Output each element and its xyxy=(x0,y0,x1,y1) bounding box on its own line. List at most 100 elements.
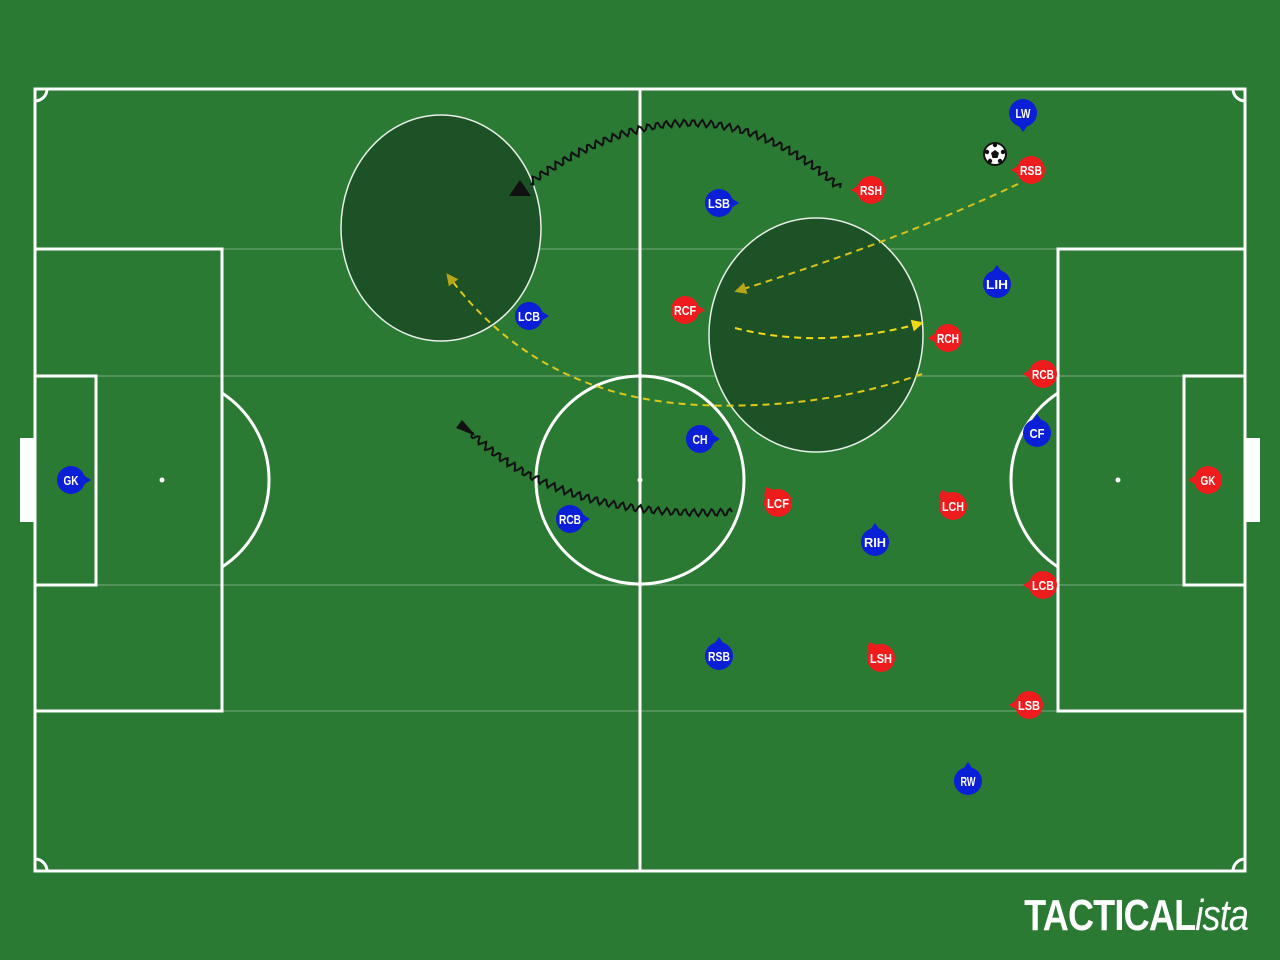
player-token xyxy=(556,505,584,533)
central-space-zone xyxy=(708,217,924,453)
right-goal xyxy=(1245,438,1260,522)
soccer-ball-icon[interactable] xyxy=(983,142,1007,166)
facing-indicator xyxy=(582,514,590,524)
player-label: LSB xyxy=(1018,698,1040,713)
player-red-rsb[interactable]: RSB xyxy=(1011,156,1045,184)
player-token xyxy=(867,644,895,672)
facing-indicator xyxy=(939,490,949,500)
player-blue-gk[interactable]: GK xyxy=(57,466,91,494)
player-token xyxy=(671,296,699,324)
player-token xyxy=(861,528,889,556)
player-blue-rcb[interactable]: RCB xyxy=(556,505,590,533)
player-blue-cf[interactable]: CF xyxy=(1023,414,1051,447)
player-red-lcf[interactable]: LCF xyxy=(764,487,792,517)
player-label: LIH xyxy=(986,277,1008,292)
tacticalista-logo: TACTICALista xyxy=(1023,891,1249,940)
pass-arrow-zone-to-rch xyxy=(734,319,924,340)
run-arrow-rsh xyxy=(530,118,842,189)
centre-circle xyxy=(534,374,746,586)
player-red-lcb[interactable]: LCB xyxy=(1023,571,1057,599)
facing-indicator xyxy=(712,434,720,444)
brand-bold: TACTICAL xyxy=(1023,891,1196,940)
player-token xyxy=(1017,156,1045,184)
player-token xyxy=(954,767,982,795)
left-space-zone xyxy=(340,114,542,342)
facing-indicator xyxy=(764,487,774,497)
player-label: LSH xyxy=(870,651,892,666)
player-red-lsh[interactable]: LSH xyxy=(867,642,895,672)
player-blue-lcb[interactable]: LCB xyxy=(515,302,549,330)
player-blue-rw[interactable]: RW xyxy=(954,762,982,795)
player-label: RCB xyxy=(559,512,581,527)
player-token xyxy=(705,189,733,217)
player-label: LCH xyxy=(942,499,964,514)
player-token xyxy=(705,642,733,670)
player-token xyxy=(57,466,85,494)
player-token xyxy=(1029,571,1057,599)
player-blue-ch[interactable]: CH xyxy=(686,425,720,453)
player-token xyxy=(686,425,714,453)
facing-indicator xyxy=(1023,369,1031,379)
player-token xyxy=(934,324,962,352)
player-label: GK xyxy=(64,473,79,488)
run-arrowhead-lcf xyxy=(456,420,476,436)
corner-arc-br xyxy=(1231,857,1246,872)
players-layer: GK LCB RCB LSB RSB CH LIH RIH LW RW CF GK RCB LCB RSB L… xyxy=(57,99,1222,795)
run-arrowhead-rsh xyxy=(509,180,531,196)
player-token xyxy=(515,302,543,330)
player-label: CF xyxy=(1030,426,1045,441)
player-label: RW xyxy=(961,774,977,789)
player-blue-lw[interactable]: LW xyxy=(1009,99,1037,132)
brand-italic: ista xyxy=(1195,891,1249,940)
player-blue-rih[interactable]: RIH xyxy=(861,523,889,556)
run-arrow-lcf xyxy=(470,431,733,518)
player-token xyxy=(939,492,967,520)
facing-indicator xyxy=(1009,700,1017,710)
player-token xyxy=(983,270,1011,298)
player-token xyxy=(1009,99,1037,127)
facing-indicator xyxy=(1023,580,1031,590)
player-token xyxy=(1194,466,1222,494)
player-label: LSB xyxy=(708,196,730,211)
player-label: LW xyxy=(1016,106,1032,121)
player-label: LCF xyxy=(767,496,789,511)
player-label: RCF xyxy=(674,303,696,318)
player-label: RSH xyxy=(860,183,882,198)
facing-indicator xyxy=(867,642,877,652)
right-penalty-arc xyxy=(1009,391,1059,569)
pass-arrow-rsb-to-zone xyxy=(734,183,1019,294)
facing-indicator xyxy=(851,185,859,195)
player-label: GK xyxy=(1201,473,1216,488)
movement-arrows xyxy=(446,118,1019,518)
player-red-lch[interactable]: LCH xyxy=(939,490,967,520)
player-token xyxy=(764,489,792,517)
pass-arrow-zone-to-left xyxy=(446,273,923,407)
right-penalty-spot xyxy=(1115,477,1121,483)
player-blue-rsb[interactable]: RSB xyxy=(705,637,733,670)
left-penalty-arc xyxy=(221,391,271,569)
left-goal xyxy=(20,438,35,522)
player-label: RCB xyxy=(1032,367,1054,382)
corner-arc-bl xyxy=(34,857,49,872)
player-red-rsh[interactable]: RSH xyxy=(851,176,885,204)
player-red-lsb[interactable]: LSB xyxy=(1009,691,1043,719)
player-blue-lih[interactable]: LIH xyxy=(983,265,1011,298)
player-token xyxy=(1015,691,1043,719)
player-label: LCB xyxy=(518,309,540,324)
player-red-gk[interactable]: GK xyxy=(1188,466,1222,494)
player-blue-lsb[interactable]: LSB xyxy=(705,189,739,217)
player-label: RSB xyxy=(1020,163,1042,178)
corner-arc-tl xyxy=(34,88,49,103)
player-red-rcb[interactable]: RCB xyxy=(1023,360,1057,388)
player-red-rch[interactable]: RCH xyxy=(928,324,962,352)
facing-indicator xyxy=(731,198,739,208)
player-label: RCH xyxy=(937,331,959,346)
facing-indicator xyxy=(83,475,91,485)
player-red-rcf[interactable]: RCF xyxy=(671,296,705,324)
player-token xyxy=(1023,419,1051,447)
centre-spot xyxy=(637,477,643,483)
facing-indicator xyxy=(697,305,705,315)
corner-arc-tr xyxy=(1231,88,1246,103)
facing-indicator xyxy=(1188,475,1196,485)
player-token xyxy=(1029,360,1057,388)
